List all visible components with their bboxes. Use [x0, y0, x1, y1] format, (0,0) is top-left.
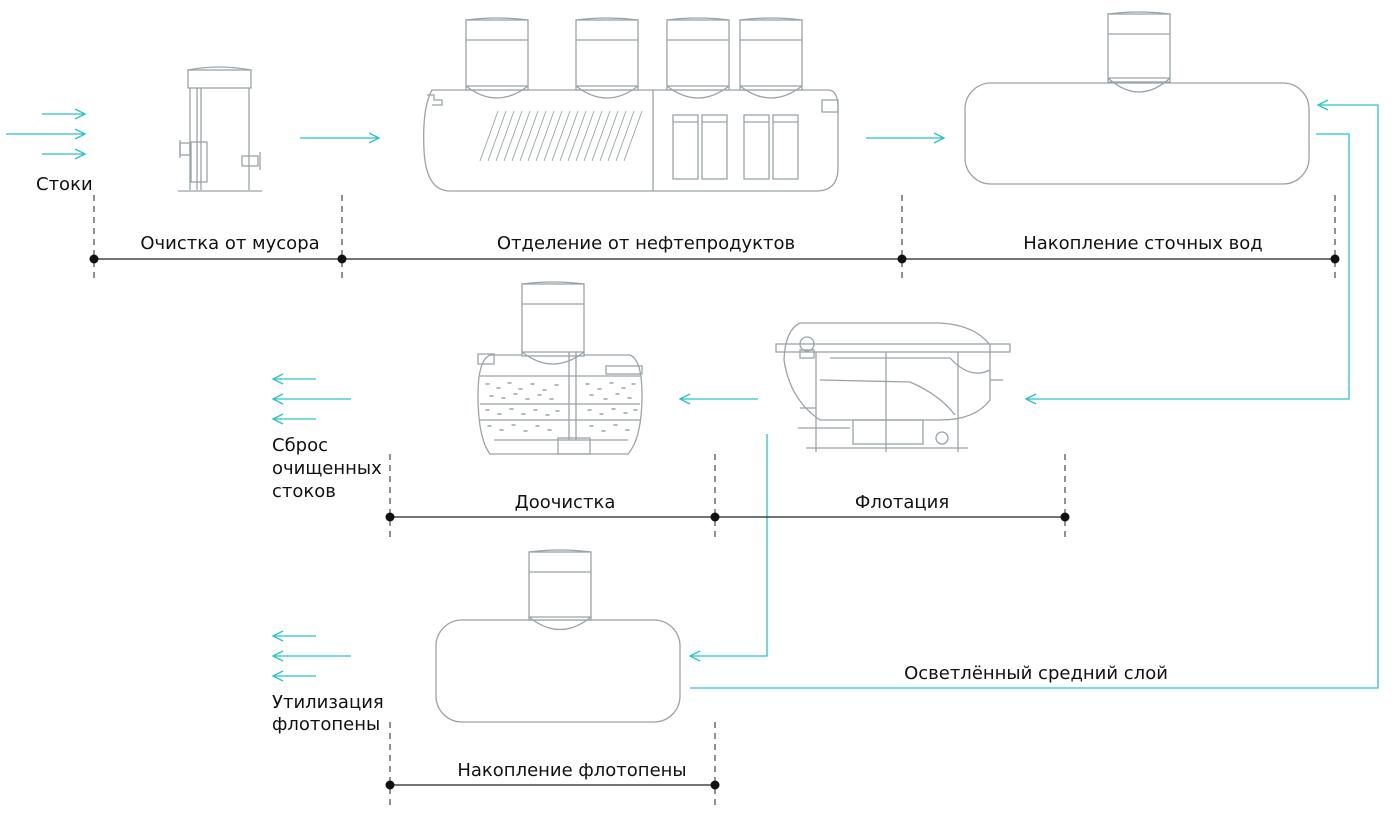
discharge-label-line3: стоков — [272, 481, 336, 502]
foam-tank-icon — [435, 549, 681, 723]
discharge-arrows — [273, 379, 351, 419]
oil-separator-icon — [423, 17, 839, 192]
post-treatment-icon — [477, 281, 643, 455]
inflow-label: Стоки — [36, 174, 93, 195]
stage-posttreatment-label: Доочистка — [515, 492, 616, 513]
stage-storage-label: Накопление сточных вод — [1023, 233, 1263, 254]
foam-flow-line — [690, 434, 768, 656]
storage-tank-icon — [964, 11, 1310, 185]
foam-label-line2: флотопены — [272, 714, 380, 735]
timeline-bottom — [385, 722, 720, 808]
stage-oil-label: Отделение от нефтепродуктов — [497, 233, 795, 254]
clarified-return-line — [690, 105, 1379, 689]
clarified-layer-label: Осветлённый средний слой — [904, 663, 1168, 684]
inflow-arrows — [6, 114, 85, 154]
stage-flotation-label: Флотация — [855, 492, 949, 513]
foam-out-arrows — [273, 636, 351, 676]
stage-foam-storage-label: Накопление флотопены — [457, 760, 686, 781]
discharge-label-line2: очищенных — [272, 458, 382, 479]
timeline-top — [89, 195, 1340, 282]
stage-debris-label: Очистка от мусора — [140, 233, 319, 254]
discharge-label-line1: Сброс — [272, 435, 328, 456]
foam-label-line1: Утилизация — [272, 692, 384, 713]
timeline-middle — [385, 454, 1070, 541]
flotation-unit-icon — [775, 322, 1011, 452]
debris-trap-icon — [178, 66, 262, 192]
flow-to-flotation — [1026, 133, 1350, 399]
